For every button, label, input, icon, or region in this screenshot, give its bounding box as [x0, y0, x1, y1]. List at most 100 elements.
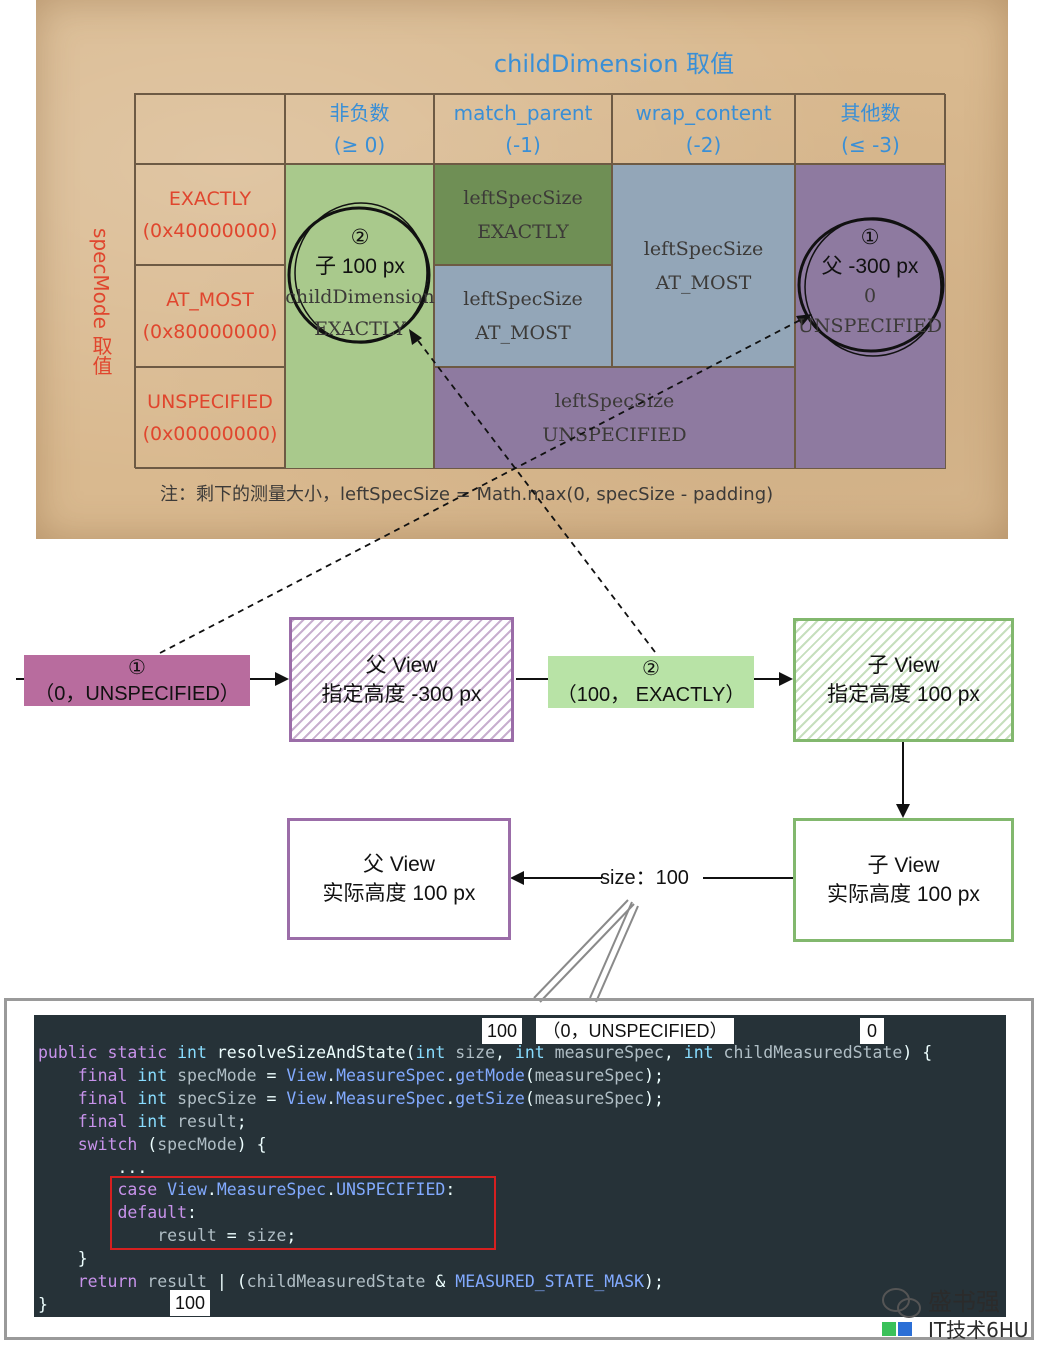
row-label-line: (0x40000000) — [142, 219, 278, 242]
code-token: size — [455, 1043, 496, 1062]
code-token: . — [326, 1065, 337, 1085]
code-token: View — [286, 1065, 327, 1085]
spec-box-1: ① （0，UNSPECIFIED） — [24, 655, 250, 706]
code-line: switch (specMode) { — [38, 1133, 267, 1156]
view-height: 指定高度 -300 px — [321, 682, 482, 706]
code-token: int — [177, 1043, 217, 1062]
tag-state: 0 — [860, 1018, 884, 1044]
code-token: result — [177, 1111, 237, 1131]
cell-line: EXACTLY — [477, 220, 569, 243]
code-block: public static int resolveSizeAndState(in… — [34, 1015, 1006, 1317]
code-token: = — [266, 1065, 287, 1085]
code-token: public static — [38, 1043, 178, 1062]
code-token: : — [445, 1180, 456, 1200]
code-token: ); — [644, 1065, 664, 1085]
code-token: int — [137, 1088, 178, 1108]
code-token: final — [77, 1065, 138, 1085]
cell-line: leftSpecSize — [554, 390, 675, 412]
code-token — [38, 1272, 78, 1291]
view-height: 实际高度 100 px — [827, 883, 980, 906]
header-line: match_parent — [453, 101, 593, 125]
code-token: ) { — [236, 1134, 267, 1154]
spec-text: （0，UNSPECIFIED） — [34, 682, 240, 705]
cell-line: leftSpecSize — [463, 186, 583, 209]
header-match-parent: match_parent (-1) — [434, 94, 612, 164]
header-other: 其他数 (≤ -3) — [795, 94, 946, 164]
cell-match-at-most: leftSpecSize AT_MOST — [434, 265, 612, 367]
code-token: ; — [286, 1226, 297, 1246]
cell-line: AT_MOST — [655, 271, 752, 294]
header-line: (≤ -3) — [841, 133, 900, 157]
code-token: final — [77, 1111, 138, 1131]
code-token: specMode — [177, 1065, 267, 1085]
cell-line: leftSpecSize — [643, 237, 764, 260]
circle-parent-label: ① 父 -300 px 0 UNSPECIFIED — [795, 223, 945, 341]
code-line: final int specMode = View.MeasureSpec.ge… — [38, 1064, 664, 1087]
code-token: int — [683, 1043, 724, 1062]
child-view-actual: 子 View 实际高度 100 px — [793, 818, 1014, 942]
code-token: return — [77, 1272, 148, 1291]
code-token — [38, 1135, 78, 1154]
code-token: default — [117, 1203, 188, 1223]
code-token: resolveSizeAndState( — [216, 1043, 416, 1062]
cell-unspecified-span: leftSpecSize UNSPECIFIED — [434, 367, 795, 469]
parent-view-actual: 父 View 实际高度 100 px — [287, 818, 511, 940]
tag-spec: （0，UNSPECIFIED） — [536, 1018, 734, 1044]
code-token: ... — [38, 1157, 148, 1177]
header-wrap-content: wrap_content (-2) — [612, 94, 795, 164]
code-token: = — [266, 1088, 287, 1108]
header-line: (-1) — [505, 133, 541, 157]
table-note: 注：剩下的测量大小，leftSpecSize = Math.max(0, spe… — [160, 484, 774, 505]
code-token: } — [38, 1249, 88, 1269]
code-token: & — [435, 1272, 456, 1291]
arrowhead-to-parent — [275, 672, 289, 686]
code-token — [38, 1112, 78, 1131]
view-title: 父 View — [365, 653, 438, 677]
code-line: result = size; — [38, 1224, 296, 1247]
circle-num: ② — [350, 226, 370, 249]
code-token: ; — [236, 1111, 247, 1131]
code-token: int — [415, 1043, 456, 1062]
watermark-sub: IT技术6HU — [928, 1318, 1029, 1342]
code-line: public static int resolveSizeAndState(in… — [38, 1041, 932, 1064]
circle-num: ① — [860, 226, 880, 249]
cell-line: AT_MOST — [475, 322, 571, 344]
code-token: View — [286, 1088, 327, 1108]
cell-match-exactly: leftSpecSize EXACTLY — [434, 164, 612, 265]
code-token: measureSpec — [534, 1088, 645, 1108]
code-token: specSize — [177, 1088, 267, 1108]
spec-box-2: ② （100， EXACTLY） — [548, 656, 754, 708]
parent-view-specified: 父 View 指定高度 -300 px — [289, 617, 514, 742]
table-title: childDimension 取值 — [493, 50, 735, 78]
code-token: ( — [524, 1065, 535, 1085]
cell-line: childDimension — [285, 286, 435, 308]
code-token: size — [246, 1226, 287, 1246]
cell-line: UNSPECIFIED — [542, 424, 687, 446]
watermark: 盛书强 IT技术6HU — [880, 1282, 1036, 1342]
wechat-icon — [882, 1288, 921, 1336]
arrowhead-down — [896, 804, 910, 818]
code-token: = — [226, 1226, 247, 1246]
code-token: childMeasuredState — [246, 1272, 436, 1291]
view-title: 子 View — [867, 854, 940, 877]
code-line: final int result; — [38, 1110, 247, 1133]
code-line: default: — [38, 1201, 196, 1224]
header-line: 其他数 — [840, 101, 901, 125]
arrowhead-to-child — [779, 672, 793, 686]
code-token: getMode — [455, 1065, 525, 1085]
code-token: measureSpec — [534, 1065, 645, 1085]
code-line: final int specSize = View.MeasureSpec.ge… — [38, 1087, 664, 1110]
code-token: switch — [77, 1134, 148, 1154]
code-token: int — [137, 1065, 178, 1085]
circle-text: 子 100 px — [315, 255, 405, 278]
code-token: ( — [524, 1088, 535, 1108]
cell-line: EXACTLY — [314, 318, 406, 340]
code-token: , — [663, 1043, 684, 1062]
view-height: 实际高度 100 px — [322, 882, 476, 905]
view-title: 子 View — [867, 654, 940, 677]
tag-size: 100 — [482, 1018, 522, 1044]
code-token: MeasureSpec — [216, 1180, 327, 1200]
code-token: } — [38, 1294, 48, 1314]
tag-result: 100 — [170, 1290, 210, 1316]
code-token: result — [147, 1272, 217, 1291]
